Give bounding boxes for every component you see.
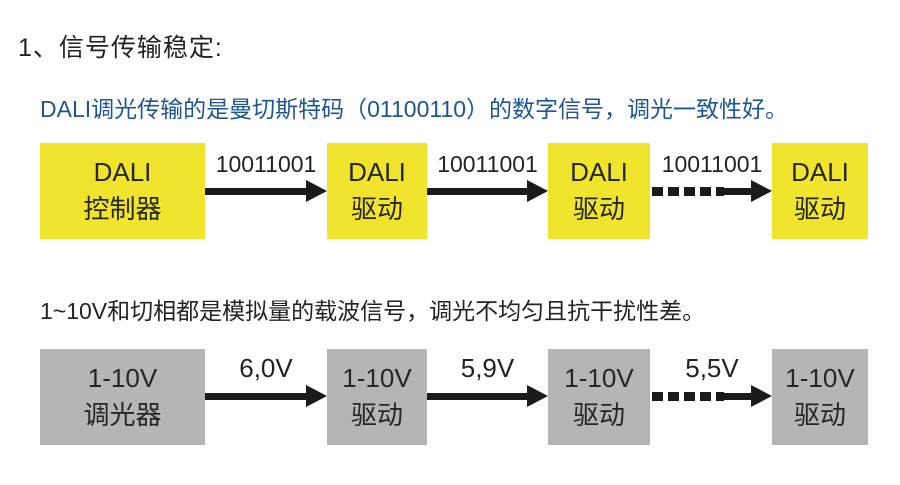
- dashed-segment: [652, 186, 724, 196]
- analog-arrow-2: 5,9V: [427, 355, 548, 407]
- arrowhead-icon: [751, 385, 772, 407]
- dali-driver-box-3: DALI 驱动: [772, 143, 868, 239]
- box-label-line2: 驱动: [350, 194, 403, 224]
- arrow-shaft: [724, 392, 751, 400]
- arrow-shaft: [205, 187, 306, 195]
- box-label-line2: 调光器: [83, 400, 162, 430]
- dashed-segment: [652, 391, 724, 401]
- box-label-line2: 驱动: [793, 400, 846, 430]
- dali-controller-box: DALI 控制器: [40, 143, 205, 239]
- dali-driver-box-2: DALI 驱动: [548, 143, 650, 239]
- box-label-line2: 驱动: [793, 194, 846, 224]
- arrowhead-icon: [527, 180, 548, 202]
- arrowhead-icon: [306, 385, 327, 407]
- analog-arrow-3-dashed: 5,5V: [652, 355, 772, 407]
- arrow-label: 6,0V: [239, 353, 293, 383]
- analog-description: 1~10V和切相都是模拟量的载波信号，调光不均匀且抗干扰性差。: [40, 298, 706, 324]
- box-label-line1: 1-10V: [785, 363, 855, 393]
- arrow-shaft: [205, 392, 306, 400]
- analog-driver-box-2: 1-10V 驱动: [548, 349, 650, 445]
- box-label-line2: 控制器: [83, 194, 162, 224]
- box-label-line1: 1-10V: [564, 363, 634, 393]
- page-title: 1、信号传输稳定:: [18, 34, 223, 62]
- analog-driver-box-3: 1-10V 驱动: [772, 349, 868, 445]
- dali-arrow-3-dashed: 10011001: [652, 152, 772, 202]
- arrow-shaft: [724, 187, 751, 195]
- dali-description: DALI调光传输的是曼切斯特码（01100110）的数字信号，调光一致性好。: [40, 96, 789, 122]
- arrowhead-icon: [527, 385, 548, 407]
- dali-driver-box-1: DALI 驱动: [327, 143, 427, 239]
- arrow-label: 10011001: [215, 151, 317, 177]
- box-label-line2: 驱动: [572, 194, 625, 224]
- box-label-line1: DALI: [791, 157, 849, 187]
- analog-arrow-1: 6,0V: [205, 355, 327, 407]
- arrowhead-icon: [751, 180, 772, 202]
- arrow-label: 5,9V: [460, 353, 515, 383]
- dali-arrow-2: 10011001: [427, 152, 548, 202]
- arrow-shaft: [427, 392, 527, 400]
- arrowhead-icon: [306, 180, 327, 202]
- analog-driver-box-1: 1-10V 驱动: [327, 349, 427, 445]
- box-label-line1: 1-10V: [87, 363, 158, 393]
- box-label-line2: 驱动: [350, 400, 403, 430]
- box-label-line1: DALI: [93, 157, 152, 187]
- box-label-line1: DALI: [570, 157, 628, 187]
- box-label-line1: DALI: [348, 157, 406, 187]
- box-label-line1: 1-10V: [342, 363, 412, 393]
- arrow-label: 10011001: [661, 151, 763, 177]
- arrow-shaft: [427, 187, 527, 195]
- arrow-label: 5,5V: [685, 353, 739, 383]
- analog-dimmer-box: 1-10V 调光器: [40, 349, 205, 445]
- box-label-line2: 驱动: [572, 400, 625, 430]
- arrow-label: 10011001: [437, 151, 538, 177]
- dali-arrow-1: 10011001: [205, 152, 327, 202]
